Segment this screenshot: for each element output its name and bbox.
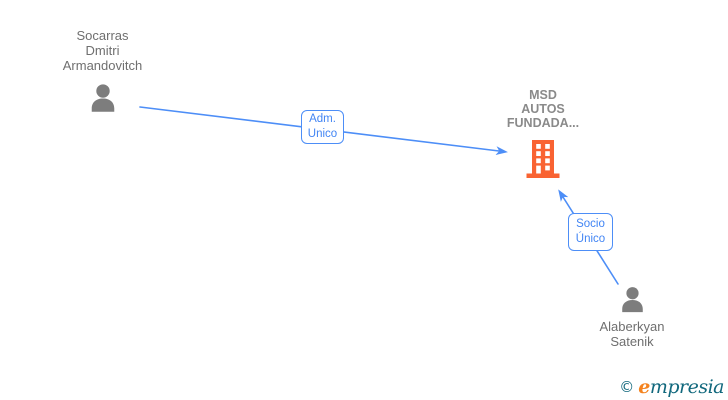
person-icon (91, 84, 114, 112)
person-name: Alaberkyan Satenik (599, 319, 665, 349)
node-person-alaberkyan[interactable]: Alaberkyan Satenik (557, 285, 707, 349)
empresia-logo[interactable]: © empresia (619, 376, 724, 398)
person-name: Socarras Dmitri Armandovitch (62, 28, 143, 73)
edge-label-text: Socio Único (575, 218, 606, 245)
logo-letters-rest: mpresia (649, 376, 725, 398)
edge-label-adm-unico[interactable]: Adm. Unico (301, 110, 344, 144)
edge-label-socio-unico[interactable]: Socio Único (568, 213, 613, 251)
copyright-icon: © (619, 378, 635, 396)
empresia-wordmark: empresia (638, 376, 724, 398)
person-icon (621, 287, 643, 313)
company-name: MSD AUTOS FUNDADA... (506, 88, 580, 130)
building-icon (526, 140, 560, 178)
edge-label-text: Adm. Unico (307, 113, 338, 140)
node-person-socarras[interactable]: Socarras Dmitri Armandovitch (25, 28, 180, 116)
logo-letter-e: e (638, 376, 650, 398)
node-company-msd-autos[interactable]: MSD AUTOS FUNDADA... (478, 88, 608, 179)
